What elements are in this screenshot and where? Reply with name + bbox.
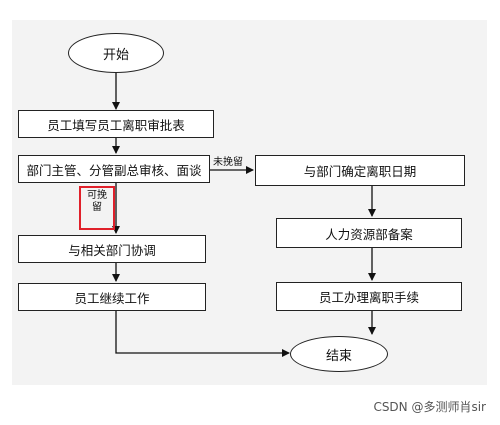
review-step: 部门主管、分管副总审核、面谈 xyxy=(18,155,210,183)
procedures-step-label: 员工办理离职手续 xyxy=(318,290,419,305)
highlight-box xyxy=(79,186,115,230)
arrow-continue-to-end xyxy=(115,310,290,357)
start-node: 开始 xyxy=(68,33,164,73)
coordinate-step-label: 与相关部门协调 xyxy=(68,242,156,258)
fill-form-step-label: 员工填写员工离职审批表 xyxy=(47,117,185,133)
hr-record-step-label: 人力资源部备案 xyxy=(325,226,413,242)
watermark: CSDN @多测师肖sir xyxy=(373,400,486,414)
edge-label-retainable: 可挽留 xyxy=(87,190,107,213)
end-node: 结束 xyxy=(290,336,388,372)
fill-form-step: 员工填写员工离职审批表 xyxy=(18,110,214,138)
start-node-label: 开始 xyxy=(102,47,129,63)
review-step-label: 部门主管、分管副总审核、面谈 xyxy=(26,162,202,178)
confirm-date-step-label: 与部门确定离职日期 xyxy=(303,164,417,179)
hr-record-step: 人力资源部备案 xyxy=(276,218,462,248)
edge-label-not-retained: 未挽留 xyxy=(213,157,243,168)
coordinate-step: 与相关部门协调 xyxy=(18,235,206,263)
confirm-date-step: 与部门确定离职日期 xyxy=(255,155,465,186)
procedures-step: 员工办理离职手续 xyxy=(276,282,462,311)
continue-work-step: 员工继续工作 xyxy=(18,283,206,311)
end-node-label: 结束 xyxy=(325,348,352,364)
diagram-background xyxy=(12,20,487,385)
continue-work-step-label: 员工继续工作 xyxy=(74,290,150,306)
